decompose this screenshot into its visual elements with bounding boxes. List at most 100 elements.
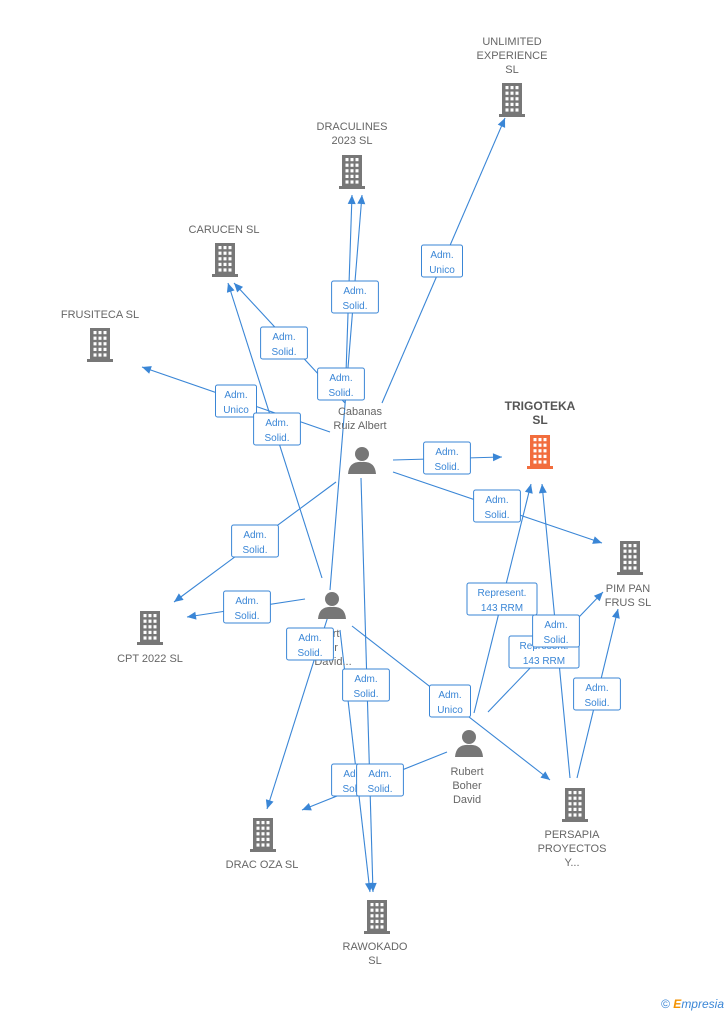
node-label: Boher [452, 780, 482, 792]
edge-label-text: Solid. [234, 611, 259, 622]
arrowhead-icon [174, 593, 184, 602]
node-label: RAWOKADO [343, 941, 408, 953]
edge-label-text: Solid. [484, 510, 509, 521]
edge-label-text: Solid. [297, 648, 322, 659]
edge-label-rubert2-to-trigoteka[interactable]: Represent. 143 RRM [466, 582, 538, 616]
building-icon [250, 818, 276, 852]
edge-label-rubert1-to-dracoza[interactable]: Adm.Solid. [286, 627, 334, 661]
edge-label-text: Solid. [342, 784, 367, 795]
person-icon [318, 592, 346, 619]
node-frusiteca[interactable]: FRUSITECA SL [61, 309, 139, 362]
edge-label-text: Adm. [485, 495, 508, 506]
arrowhead-icon [593, 592, 603, 602]
edge-label-box [342, 668, 390, 702]
edge-label-text: Adm. [438, 690, 461, 701]
edge-label-box [429, 684, 471, 718]
arrowhead-icon [524, 484, 533, 494]
edge-label-cabanas-to-carucen[interactable]: Adm.Solid. [260, 326, 308, 360]
edge-label-box [260, 326, 308, 360]
edge-label-text: Adm. [435, 447, 458, 458]
node-label: DRAC OZA SL [226, 859, 299, 871]
node-label: EXPERIENCE [477, 50, 548, 62]
edge-label-text: Adm. [430, 250, 453, 261]
edge-label-box [421, 244, 463, 278]
brand-logo-initial: E [673, 997, 682, 1011]
edge-label-cabanas-to-trigoteka[interactable]: Adm. Solid. [423, 441, 471, 475]
edge-label-box [253, 412, 301, 446]
node-persapia[interactable]: PERSAPIAPROYECTOSY... [538, 788, 607, 869]
building-icon [364, 900, 390, 934]
edge-label-box [423, 441, 471, 475]
edge-label-text: Adm. [235, 596, 258, 607]
arrowhead-icon [302, 802, 312, 811]
edge-label-text: 143 RRM [523, 656, 565, 667]
edge-label-box [356, 763, 404, 797]
node-label: FRUSITECA SL [61, 309, 139, 321]
edge-label-cabanas-to-cpt[interactable]: Adm.Solid. [231, 524, 279, 558]
arrowhead-icon [592, 536, 602, 544]
arrowhead-icon [357, 195, 366, 205]
edge-label-rubert2-to-dracoza[interactable]: Adm. Solid. [356, 763, 404, 797]
edge-label-rubert1-to-carucen[interactable]: Adm.Solid. [253, 412, 301, 446]
node-label: Ruiz Albert [333, 420, 386, 432]
edge-label-text: Adm. [272, 332, 295, 343]
copyright-icon: © [661, 997, 670, 1011]
arrowhead-icon [611, 609, 620, 619]
building-icon [87, 328, 113, 362]
building-icon [562, 788, 588, 822]
edge-label-box [223, 590, 271, 624]
edge-label-rubert1-to-persapia[interactable]: Adm.Unico [429, 684, 471, 718]
edge-label-text: Unico [223, 405, 249, 416]
edge-label-cabanas-to-pimpan[interactable]: Adm. Solid. [473, 489, 521, 523]
node-label: SL [505, 64, 518, 76]
edge-label-box [215, 384, 257, 418]
node-label: UNLIMITED [482, 36, 541, 48]
building-icon [137, 611, 163, 645]
edge-label-box [317, 367, 365, 401]
node-label: TRIGOTEKA [505, 399, 576, 413]
edge-label-text: Adm. [368, 769, 391, 780]
node-label: CARUCEN SL [189, 224, 260, 236]
node-carucen[interactable]: CARUCEN SL [189, 224, 260, 277]
edge-label-text: Adm. [585, 683, 608, 694]
arrowhead-icon [347, 195, 356, 205]
edge-label-cabanas-to-unlimited[interactable]: Adm.Unico [421, 244, 463, 278]
edge-label-cabanas-to-rawokado[interactable]: Adm.Solid. [342, 668, 390, 702]
building-icon [617, 541, 643, 575]
edge-label-cabanas-to-frusiteca[interactable]: Adm.Unico [215, 384, 257, 418]
node-cpt[interactable]: CPT 2022 SL [117, 611, 183, 665]
edge-label-text: Adm. [544, 620, 567, 631]
edge-label-text: Solid. [367, 784, 392, 795]
edge-label-text: Solid. [543, 635, 568, 646]
edge-label-persapia-to-trigoteka[interactable]: Adm. Solid. [532, 614, 580, 648]
edge-label-box [331, 280, 379, 314]
building-icon [212, 243, 238, 277]
node-unlimited[interactable]: UNLIMITED EXPERIENCE SL [477, 36, 548, 117]
brand-logo-rest: mpresia [681, 997, 724, 1011]
edge-label-text: 143 RRM [481, 603, 523, 614]
edge-label-text: Adm. [243, 530, 266, 541]
person-icon [455, 730, 483, 757]
edge-label-cabanas-to-draculines[interactable]: Adm.Solid. [331, 280, 379, 314]
edge-label-rubert1-to-draculines[interactable]: Adm.Solid. [317, 367, 365, 401]
arrowhead-icon [365, 882, 373, 892]
edge-label-persapia-to-pimpan[interactable]: Adm.Solid. [573, 677, 621, 711]
arrowhead-icon [226, 283, 235, 293]
edge-label-rubert1-to-cpt[interactable]: Adm. Solid. [223, 590, 271, 624]
node-label: PROYECTOS [538, 843, 607, 855]
edge-label-box [532, 614, 580, 648]
edge-label-text: Solid. [434, 462, 459, 473]
edge-label-text: Adm. [354, 674, 377, 685]
arrowhead-icon [142, 366, 152, 374]
edge-label-text: Represent. [478, 588, 527, 599]
node-dracoza[interactable]: DRAC OZA SL [226, 818, 299, 871]
edge-labels-layer: Adm.UnicoAdm.Solid.Adm.Solid.Adm.UnicoAd… [215, 244, 621, 797]
